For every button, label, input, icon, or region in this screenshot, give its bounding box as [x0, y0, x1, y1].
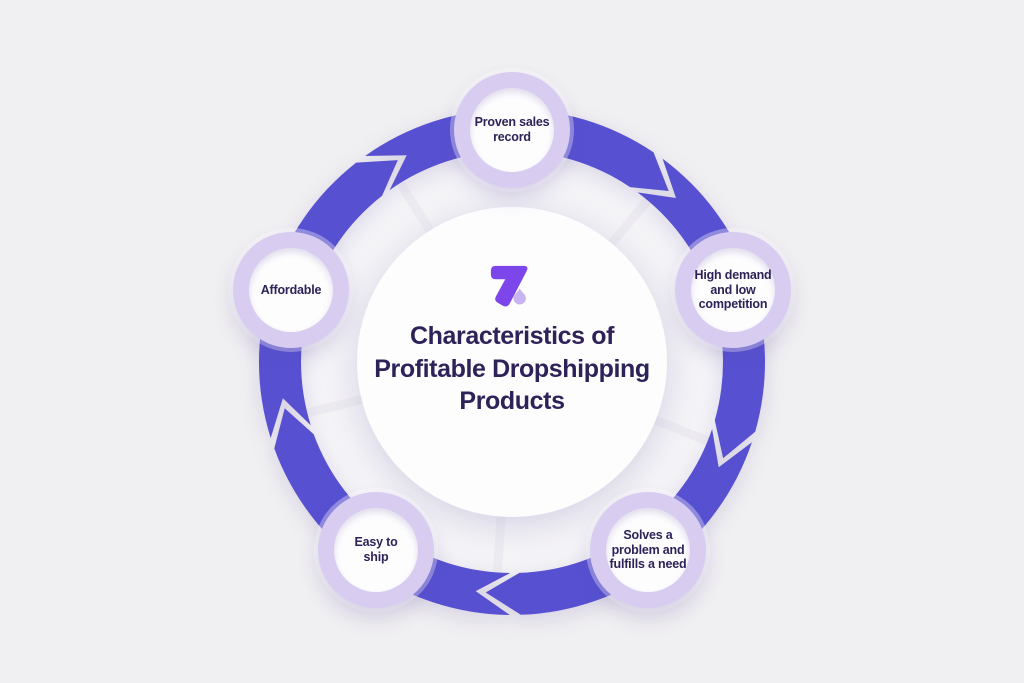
wedge-divider-line — [603, 195, 654, 252]
node-label: Proven sales record — [474, 115, 550, 144]
zendrop-logo-icon — [490, 265, 528, 307]
node-circle: Affordable — [249, 248, 333, 332]
node-circle: Solves a problem and fulfills a need — [606, 508, 690, 592]
arrow-band-segment — [637, 158, 765, 459]
node-affordable: Affordable — [233, 232, 349, 348]
node-label: High demand and low competition — [694, 267, 772, 312]
wedge-divider-line — [492, 509, 507, 576]
node-proven-sales-record: Proven sales record — [454, 72, 570, 188]
node-high-demand-low-competition: High demand and low competition — [675, 232, 791, 348]
diagram-title: Characteristics of Profitable Dropshippi… — [374, 322, 650, 415]
node-circle: Easy to ship — [334, 508, 418, 592]
node-label: Affordable — [260, 282, 322, 297]
center-circle — [357, 207, 667, 517]
node-label: Solves a problem and fulfills a need — [609, 527, 687, 572]
wedge-divider-line — [303, 393, 370, 419]
arrow-band-segment — [258, 160, 398, 439]
logo-droplet-shape — [513, 288, 526, 305]
node-circle: High demand and low competition — [691, 248, 775, 332]
center-panel: Characteristics of Profitable Dropshippi… — [332, 262, 692, 418]
logo-seven-shape — [490, 265, 528, 307]
node-easy-to-ship: Easy to ship — [318, 492, 434, 608]
node-circle: Proven sales record — [470, 88, 554, 172]
node-solves-problem-fulfills-need: Solves a problem and fulfills a need — [590, 492, 706, 608]
wedge-divider-line — [394, 178, 438, 239]
wedge-divider-line — [647, 413, 713, 447]
node-label: Easy to ship — [354, 535, 398, 564]
